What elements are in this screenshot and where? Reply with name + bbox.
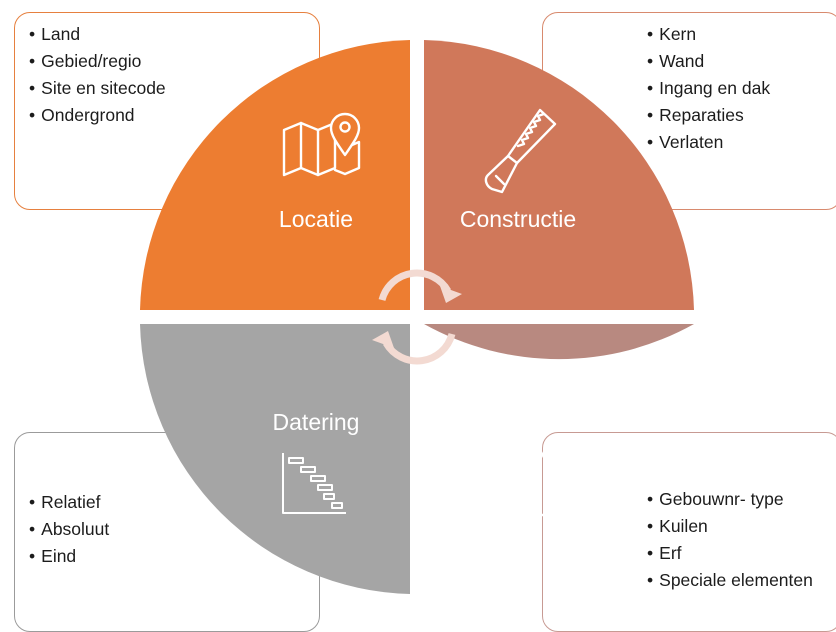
list-item: Gebied/regio — [29, 48, 166, 75]
datering-quadrant — [140, 324, 410, 594]
list-item: Relatief — [29, 489, 109, 516]
gebouw-label: Gebouw — [475, 409, 561, 435]
datering-list: Relatief Absoluut Eind — [29, 489, 109, 570]
list-item: Wand — [647, 48, 770, 75]
gebouw-quadrant — [424, 324, 694, 360]
locatie-list: Land Gebied/regio Site en sitecode Onder… — [29, 21, 166, 129]
list-item: Speciale elementen — [647, 567, 813, 594]
list-item: Ingang en dak — [647, 75, 770, 102]
list-item: Gebouwnr- type — [647, 486, 813, 513]
gantt-chart-icon — [282, 453, 346, 514]
list-item: Absoluut — [29, 516, 109, 543]
gebouw-box: Gebouwnr- type Kuilen Erf Speciale eleme… — [542, 432, 836, 632]
list-item: Land — [29, 21, 166, 48]
constructie-quadrant — [424, 40, 694, 310]
list-item: Verlaten — [647, 129, 770, 156]
list-item: Eind — [29, 543, 109, 570]
list-item: Site en sitecode — [29, 75, 166, 102]
datering-label: Datering — [273, 409, 360, 435]
locatie-label: Locatie — [279, 206, 353, 232]
saw-icon — [484, 108, 557, 194]
list-item: Reparaties — [647, 102, 770, 129]
constructie-list: Kern Wand Ingang en dak Reparaties Verla… — [647, 21, 770, 156]
list-item: Ondergrond — [29, 102, 166, 129]
barn-icon — [475, 440, 553, 517]
map-icon — [282, 112, 361, 177]
list-item: Erf — [647, 540, 813, 567]
list-item: Kuilen — [647, 513, 813, 540]
locatie-quadrant — [140, 40, 410, 310]
list-item: Kern — [647, 21, 770, 48]
constructie-label: Constructie — [460, 206, 576, 232]
cycle-arrows-icon — [372, 269, 462, 365]
gebouw-list: Gebouwnr- type Kuilen Erf Speciale eleme… — [647, 486, 813, 594]
